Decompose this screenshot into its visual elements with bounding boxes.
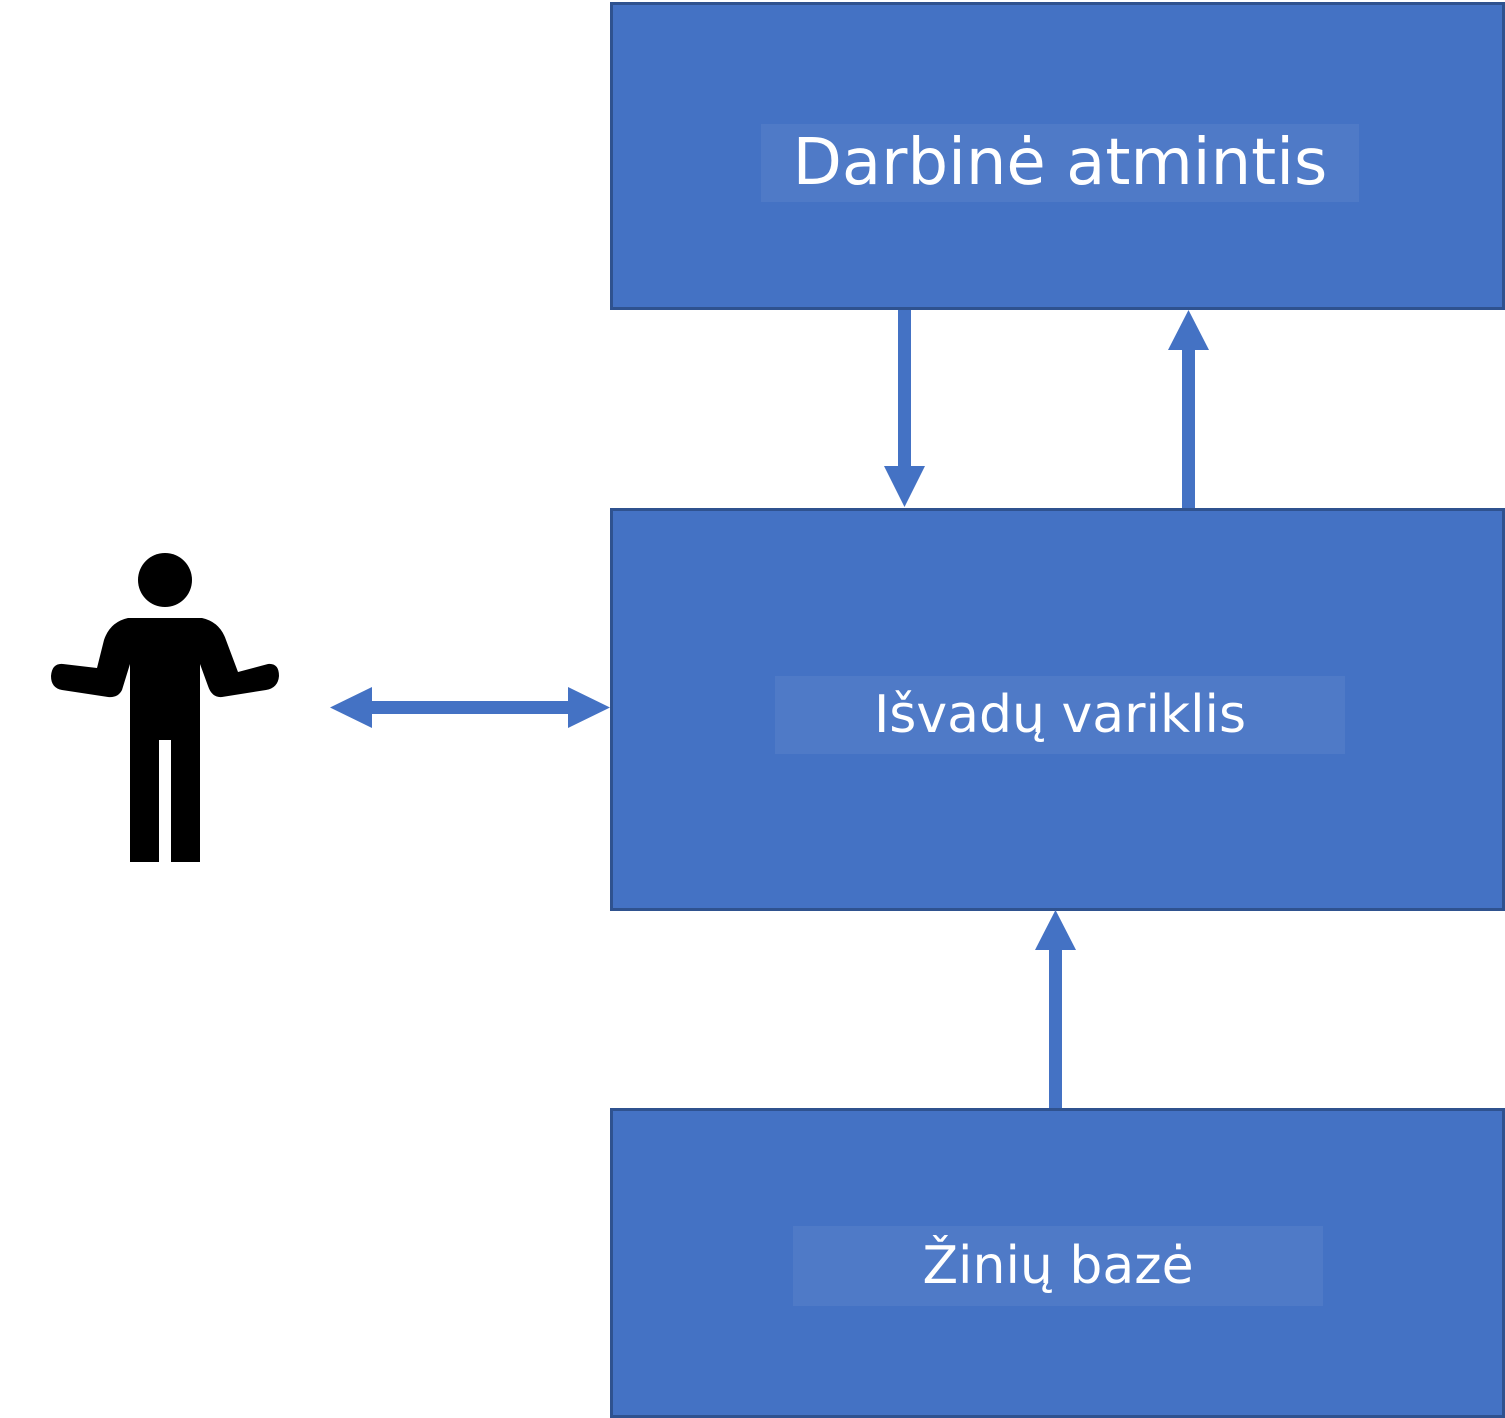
knowledge-base-box: Žinių bazė [610,1108,1505,1418]
arrow-user-engine [330,687,610,728]
arrow-engine-to-memory [1168,310,1209,508]
working-memory-label: Darbinė atmintis [761,124,1359,202]
person-icon [51,553,279,862]
inference-engine-box: Išvadų variklis [610,508,1505,911]
inference-engine-label: Išvadų variklis [775,676,1345,754]
knowledge-base-label: Žinių bazė [793,1226,1323,1306]
working-memory-box: Darbinė atmintis [610,2,1505,310]
arrow-memory-to-engine [884,310,925,507]
arrow-knowledge-to-engine [1035,910,1076,1108]
